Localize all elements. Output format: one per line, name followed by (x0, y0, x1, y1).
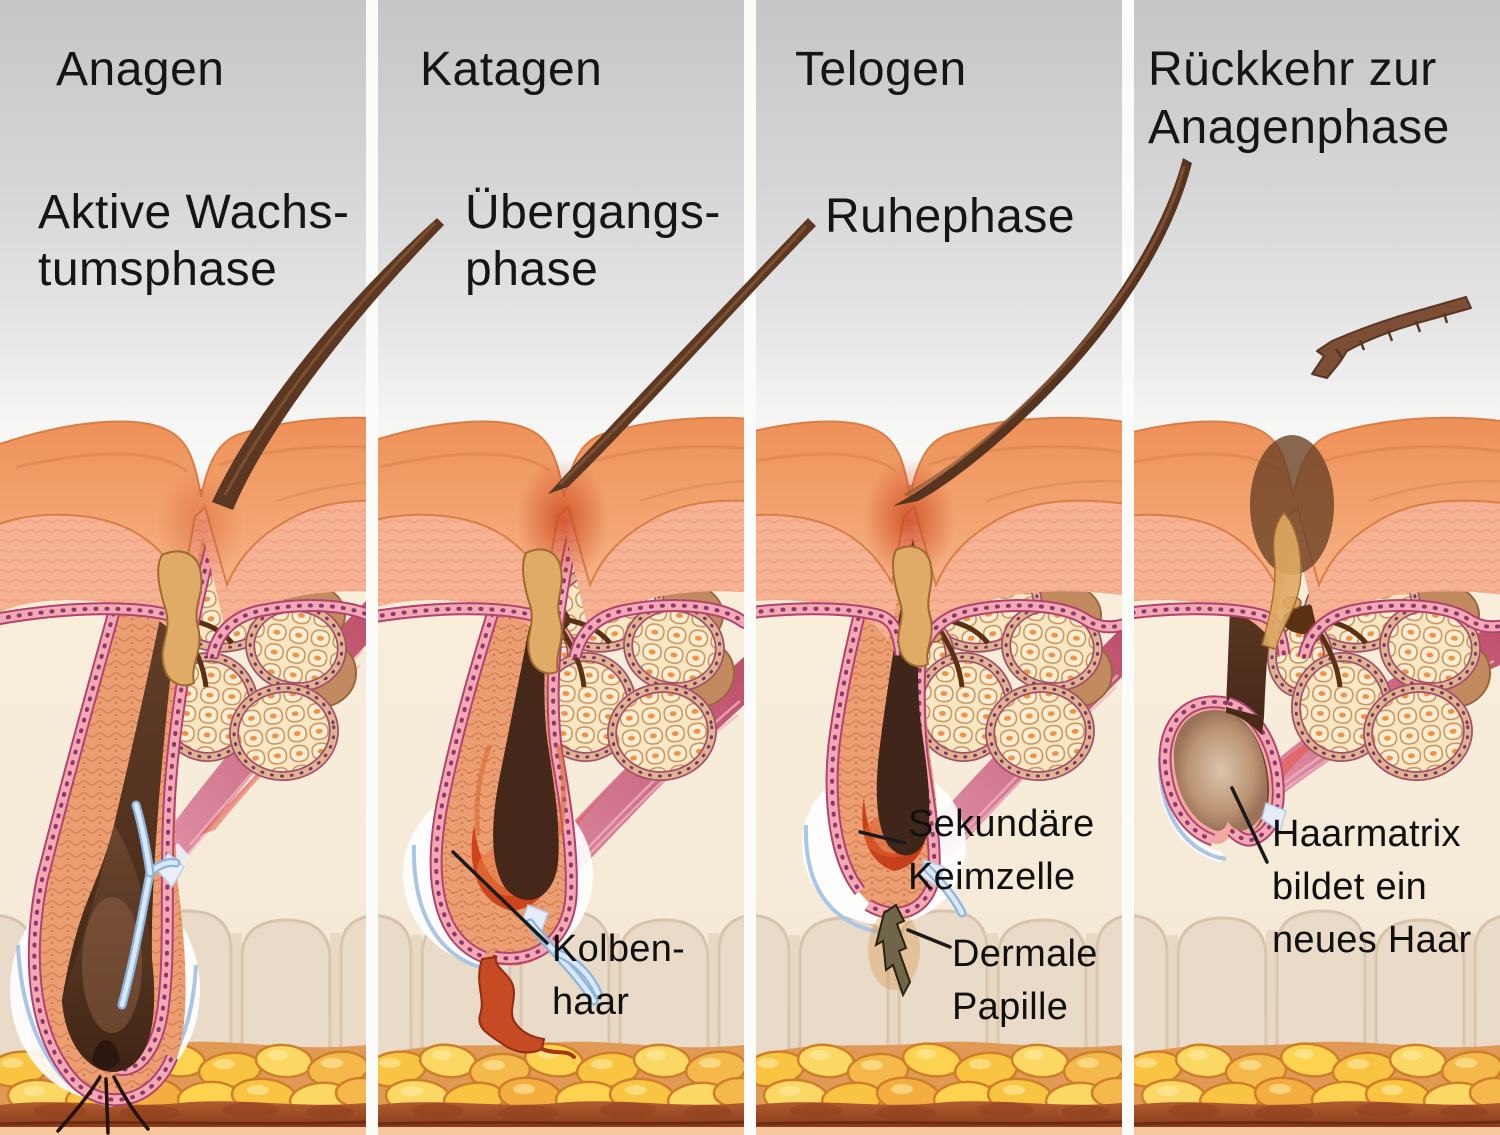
skin-illustration-rueckkehr (1134, 405, 1500, 1135)
subtitle-anagen: Aktive Wachs- tumsphase (38, 184, 349, 298)
subtitle-katagen-line2: phase (465, 243, 599, 296)
subtitle-anagen-line1: Aktive Wachs- (38, 186, 350, 239)
label-kolbenhaar: Kolben- haar (552, 923, 685, 1029)
label-kolbenhaar-line2: haar (552, 981, 630, 1023)
dermal-papilla-anagen (92, 1040, 120, 1070)
sebum-in-canal (892, 545, 933, 668)
subtitle-telogen: Ruhephase (825, 190, 1076, 243)
label-haarmatrix: Haarmatrix bildet ein neues Haar (1272, 808, 1471, 967)
title-rueckkehr: Rückkehr zur Anagenphase (1148, 41, 1450, 157)
sebum-in-canal (522, 548, 563, 675)
degenerating-epithelial-strand (478, 955, 546, 1054)
title-rueckkehr-line2: Anagenphase (1148, 101, 1450, 154)
label-haarmatrix-line1: Haarmatrix (1272, 813, 1461, 855)
label-sekundaere-keimzelle-line2: Keimzelle (908, 856, 1076, 898)
label-dermale-papille-line1: Dermale (952, 933, 1098, 975)
title-anagen: Anagen (56, 43, 225, 96)
subtitle-katagen-line1: Übergangs- (465, 186, 721, 239)
label-dermale-papille: Dermale Papille (952, 928, 1098, 1034)
label-kolbenhaar-line1: Kolben- (552, 928, 686, 970)
title-telogen: Telogen (795, 43, 967, 96)
sebum-in-canal (1261, 511, 1302, 650)
label-sekundaere-keimzelle-line1: Sekundäre (908, 803, 1095, 845)
subtitle-anagen-line2: tumsphase (38, 243, 278, 296)
label-haarmatrix-line3: neues Haar (1272, 919, 1472, 961)
sebum-in-canal (157, 550, 203, 687)
panel-anagen (0, 0, 366, 1135)
label-haarmatrix-line2: bildet ein (1272, 866, 1428, 908)
skin-illustration-katagen (378, 405, 744, 1135)
subtitle-katagen: Übergangs- phase (465, 184, 721, 298)
label-sekundaere-keimzelle: Sekundäre Keimzelle (908, 798, 1095, 904)
skin-illustration-telogen (756, 405, 1122, 1135)
skin-illustration-anagen (0, 405, 366, 1135)
title-katagen: Katagen (420, 43, 603, 96)
label-dermale-papille-line2: Papille (952, 986, 1069, 1028)
title-rueckkehr-line1: Rückkehr zur (1148, 43, 1437, 96)
